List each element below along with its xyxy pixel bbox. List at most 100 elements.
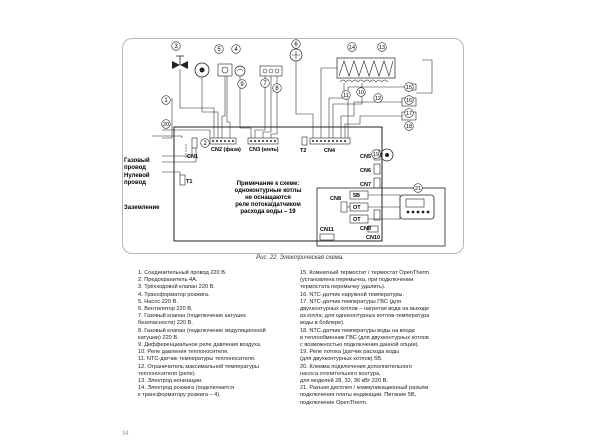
legend-line: 19. Реле потока (датчик расхода воды [300, 349, 400, 356]
legend-line: 17. NTC-датчик температуры ГВС (для [300, 298, 401, 305]
legend-line: к трансформатору розжига – 4). [138, 392, 221, 399]
legend-line: 2. Предохранитель 4А. [138, 277, 198, 284]
control-board [173, 126, 383, 242]
svg-text:8: 8 [275, 86, 279, 92]
legend-line: в теплообменник ГВС (для двухконтурных к… [300, 334, 429, 341]
wiring [152, 59, 433, 220]
svg-text:12: 12 [375, 96, 381, 102]
three-way-valve-icon [172, 55, 188, 69]
heat-exchanger-icon [336, 57, 396, 83]
t1-terminal [179, 174, 186, 186]
legend-line: 12. Ограничитель максимальной температур… [138, 363, 259, 370]
svg-text:15: 15 [406, 85, 412, 91]
callout-14: 14 [347, 42, 357, 52]
callout-9: 9 [237, 79, 247, 89]
callout-21: 21 [413, 183, 423, 193]
callout-6: 6 [291, 39, 301, 49]
svg-text:16: 16 [406, 98, 412, 104]
callout-16: 16 [404, 95, 414, 105]
legend-line: безопасности) 220 В. [138, 320, 193, 327]
legend-left-column: 1. Соединительный провод 220 В. 2. Предо… [138, 270, 288, 400]
cn2-connector [209, 137, 237, 145]
legend-line: 16. NTC-датчик наружной температуры. [300, 291, 405, 298]
cn10-connector [367, 225, 379, 233]
pressure-relay-icon [234, 65, 246, 77]
legend-right-column: 15. Комнатный термостат / термостат Open… [300, 270, 470, 407]
svg-text:13: 13 [379, 45, 385, 51]
cn5-label: CN5 [360, 154, 371, 160]
cn4-label: CN4 [324, 148, 336, 154]
callout-3: 3 [171, 41, 181, 51]
legend-line: 8. Газовый клапан (подключение модуляцио… [138, 327, 266, 334]
legend-line: воды в бойлере). [300, 320, 345, 327]
svg-text:6: 6 [294, 42, 298, 48]
cn1-label: CN1 [187, 154, 198, 160]
legend-line: (для двухконтурных котлов) 5B. [300, 356, 383, 363]
neutral-wire-label-2: провод [124, 180, 146, 186]
cn6-connector [373, 163, 381, 175]
legend-line: 20. Клемма подключения дополнительного [300, 363, 412, 370]
legend-line: термостата перемычку удалить). [300, 284, 386, 291]
legend-line: 15. Комнатный термостат / термостат Open… [300, 270, 431, 276]
svg-text:10: 10 [358, 90, 364, 96]
svg-text:21: 21 [415, 186, 421, 192]
legend-line: 21. Разъем дисплея / коммуникационный ра… [300, 385, 429, 392]
cn1-connector [191, 137, 198, 149]
svg-text:3: 3 [174, 44, 178, 50]
neutral-wire-label: Нулевой [124, 172, 150, 179]
cn6-label: CN6 [360, 168, 371, 174]
legend-line: теплоносителя (реле). [138, 370, 197, 377]
svg-text:5: 5 [217, 47, 221, 53]
cn10-label: CN10 [366, 235, 380, 241]
sb-label: 5B [353, 193, 360, 199]
legend-line: с возможностью подключения данной опции)… [300, 342, 420, 349]
legend-line: катушки) 220 В. [138, 334, 179, 341]
cn7-connector [373, 177, 381, 189]
cn7-label: CN7 [360, 182, 371, 188]
svg-text:17: 17 [406, 111, 412, 117]
legend-line: 1. Соединительный провод 220 В. [138, 270, 227, 276]
svg-text:19: 19 [373, 152, 379, 158]
cn8-connector [340, 201, 348, 213]
cn4-connector [309, 137, 351, 145]
callout-12: 12 [373, 93, 383, 103]
pump-icon [194, 62, 210, 78]
cn8-label: CN8 [330, 196, 341, 202]
legend-line: для моделей 28, 32, 36 кВт 220 В. [300, 378, 388, 385]
gas-wire-label: Газовый [124, 157, 150, 164]
t2-terminal [301, 136, 308, 146]
svg-text:не оснащаются: не оснащаются [245, 195, 291, 201]
cn9-connector [373, 209, 381, 221]
svg-text:9: 9 [240, 82, 244, 88]
svg-text:14: 14 [349, 45, 355, 51]
legend-line: 4. Трансформатор розжига. [138, 291, 210, 298]
legend-line: 13. Электрод ионизации. [138, 378, 203, 385]
legend-line: 18. NTC-датчик температуры воды на входе [300, 327, 415, 334]
legend-line: 7. Газовый клапан (подключение катушек [138, 313, 246, 320]
callout-20: 20 [161, 119, 171, 129]
cn3-label: CN3 (ноль) [249, 147, 279, 153]
ot-label-2: OT [353, 217, 361, 223]
diagram-frame [122, 38, 464, 254]
wiring-diagram: 3 5 4 6 14 13 7 8 9 10 11 12 15 16 17 18… [124, 39, 446, 247]
ground-label: Заземление [124, 205, 160, 211]
pump-20-icon [380, 148, 394, 162]
display-module-icon [399, 194, 435, 220]
callout-15: 15 [404, 82, 414, 92]
cn3-connector [247, 137, 279, 145]
callout-7: 7 [260, 78, 270, 88]
legend-line: 11. NTC-датчик температуры теплоносителя… [138, 356, 256, 363]
legend-line: 14. Электрод розжига (подключается [138, 385, 234, 392]
callout-2: 2 [200, 138, 210, 148]
svg-text:7: 7 [263, 81, 267, 87]
legend-line: 3. Трёхходовой клапан 220 В. [138, 284, 215, 291]
svg-text:1: 1 [164, 98, 168, 104]
cn11-connector [319, 233, 335, 241]
gas-wire-label-2: провод [124, 165, 146, 171]
svg-text:расхода воды – 19: расхода воды – 19 [240, 209, 296, 215]
fan-icon [289, 48, 303, 62]
callout-10: 10 [356, 87, 366, 97]
diagram-note: Примечание к схеме: одноконтурные котлы … [235, 181, 302, 215]
svg-text:11: 11 [343, 93, 349, 99]
legend-line: 5. Насос 220 В. [138, 298, 178, 305]
